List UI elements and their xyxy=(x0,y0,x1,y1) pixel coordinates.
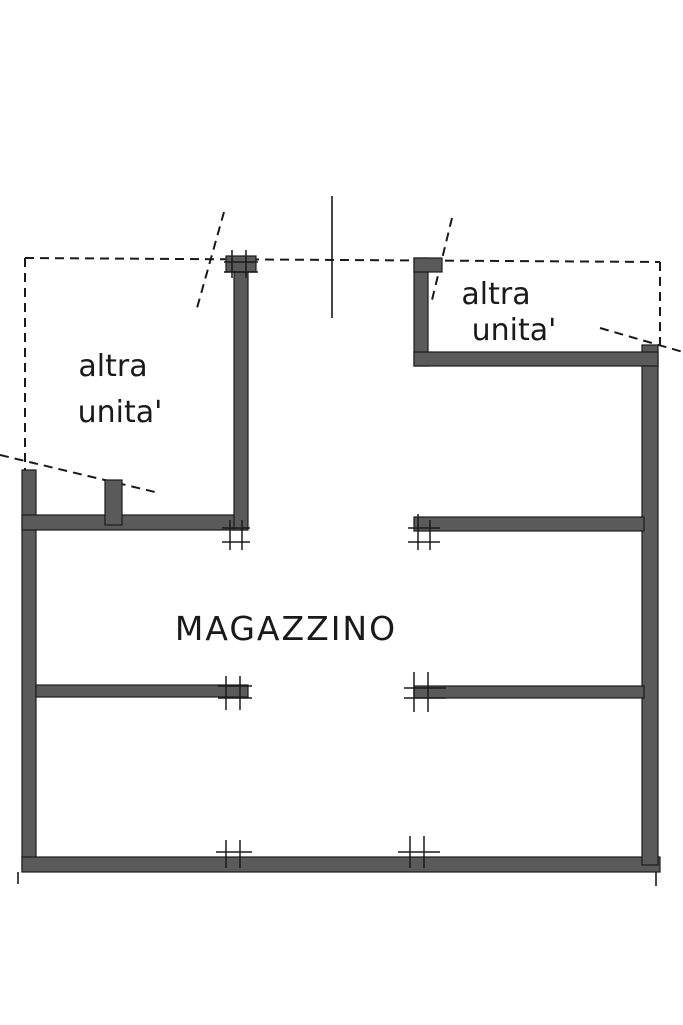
opening-markers xyxy=(17,250,657,886)
corridor-wall-left-cap xyxy=(225,255,257,273)
right-partition-upper xyxy=(413,516,645,532)
short-stub-wall xyxy=(104,479,123,526)
marker-top-left xyxy=(224,250,258,278)
corridor-wall-left xyxy=(233,257,249,531)
left-unit-label-line1: altra xyxy=(78,349,147,384)
right-partition-lower xyxy=(413,685,645,699)
marker-mid-right xyxy=(408,514,440,550)
main-room-label: MAGAZZINO xyxy=(175,609,397,648)
corridor-wall-right-cap xyxy=(413,257,443,273)
outer-wall-bottom xyxy=(21,856,661,873)
right-unit-label-line2: unita' xyxy=(472,313,557,348)
right-unit-label-line1: altra xyxy=(461,277,530,312)
outer-wall-right xyxy=(641,344,659,866)
upper-left-wall-horizontal xyxy=(21,514,248,531)
marker-mid-left xyxy=(222,520,250,550)
left-partition-lower xyxy=(35,684,249,698)
marker-bottom-left xyxy=(216,840,252,868)
top-dashed-line xyxy=(24,257,661,263)
marker-lower-right xyxy=(404,672,446,712)
marker-lower-left xyxy=(218,676,252,710)
walls xyxy=(21,255,661,873)
neighbor-boundary xyxy=(0,196,683,493)
marker-bottom-right xyxy=(398,836,440,868)
left-slash-line xyxy=(196,211,225,309)
upper-right-wall-horizontal xyxy=(413,351,659,367)
corridor-wall-right xyxy=(413,257,429,367)
left-unit-label-line2: unita' xyxy=(78,395,163,430)
left-diagonal-dashed-line xyxy=(0,454,156,493)
